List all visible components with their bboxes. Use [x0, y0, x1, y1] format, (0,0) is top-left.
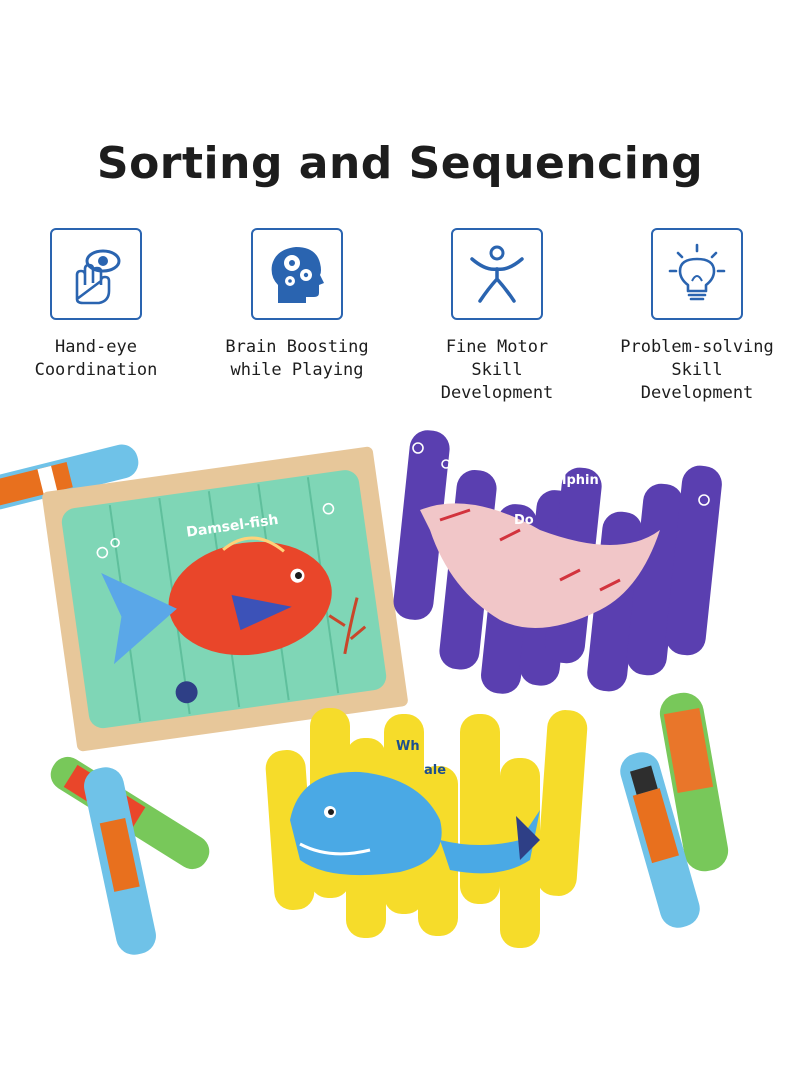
feature-problem-solving: Problem-solving Skill Development [612, 228, 782, 405]
whale-label-right: ale [424, 763, 446, 778]
brain-gears-icon [251, 228, 343, 320]
loose-sticks-bottom-left [50, 756, 210, 955]
loose-stick-top-left [0, 444, 139, 510]
dolphin-puzzle-sticks: Do lphin [393, 430, 722, 694]
loose-sticks-bottom-right [620, 692, 729, 928]
feature-label: Problem-solving Skill Development [620, 337, 774, 403]
dolphin-label-right: lphin [562, 473, 599, 488]
feature-label: Fine Motor Skill Development [440, 337, 554, 403]
feature-label: Hand-eye Coordination [34, 337, 158, 380]
hand-eye-icon [50, 228, 142, 320]
page-title: Sorting and Sequencing [96, 138, 704, 189]
whale-label-left: Wh [396, 739, 420, 754]
dolphin-label-left: Do [514, 513, 534, 528]
lightbulb-icon [651, 228, 743, 320]
person-motion-icon [451, 228, 543, 320]
feature-fine-motor: Fine Motor Skill Development [412, 228, 582, 405]
feature-label: Brain Boosting while Playing [225, 337, 369, 380]
feature-hand-eye: Hand-eye Coordination [11, 228, 181, 382]
fish-puzzle-board: Damsel-fish [42, 446, 408, 752]
feature-brain-boosting: Brain Boosting while Playing [212, 228, 382, 382]
whale-puzzle-sticks: Wh ale [265, 708, 588, 948]
puzzle-illustration: Damsel-fish Do lphin [0, 430, 729, 955]
